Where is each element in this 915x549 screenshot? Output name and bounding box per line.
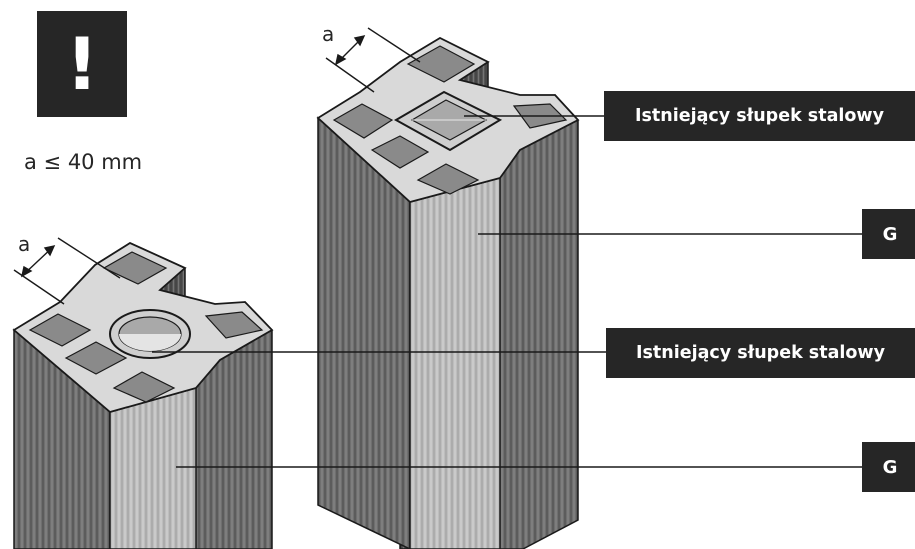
tall-profile-chamber	[416, 163, 480, 195]
short-profile-front-face	[109, 387, 197, 549]
short-profile-chamber	[64, 341, 128, 375]
callout-bottom-g: G	[862, 442, 915, 492]
dimension-label-top: a	[322, 22, 335, 46]
tall-profile	[316, 36, 580, 549]
callout-top-g: G	[862, 209, 915, 259]
dimension-a-top	[325, 27, 421, 93]
callout-bottom-steel-post: Istniejący słupek stalowy	[606, 328, 915, 378]
tall-profile-chamber	[406, 45, 476, 83]
short-profile	[12, 241, 274, 549]
dimension-a-bottom	[13, 237, 121, 305]
warning-badge: !	[37, 11, 127, 117]
dimension-note: a ≤ 40 mm	[24, 150, 143, 174]
callout-top-steel-post: Istniejący słupek stalowy	[604, 91, 915, 141]
tall-profile-chamber	[332, 103, 394, 139]
short-profile-chamber	[28, 313, 92, 347]
tall-profile-chamber	[370, 135, 430, 169]
short-profile-chamber	[112, 371, 176, 403]
short-profile-chamber	[102, 251, 168, 285]
dimension-label-bottom: a	[18, 232, 31, 256]
short-profile-chamber	[204, 311, 264, 339]
exclamation-icon: !	[65, 22, 99, 106]
